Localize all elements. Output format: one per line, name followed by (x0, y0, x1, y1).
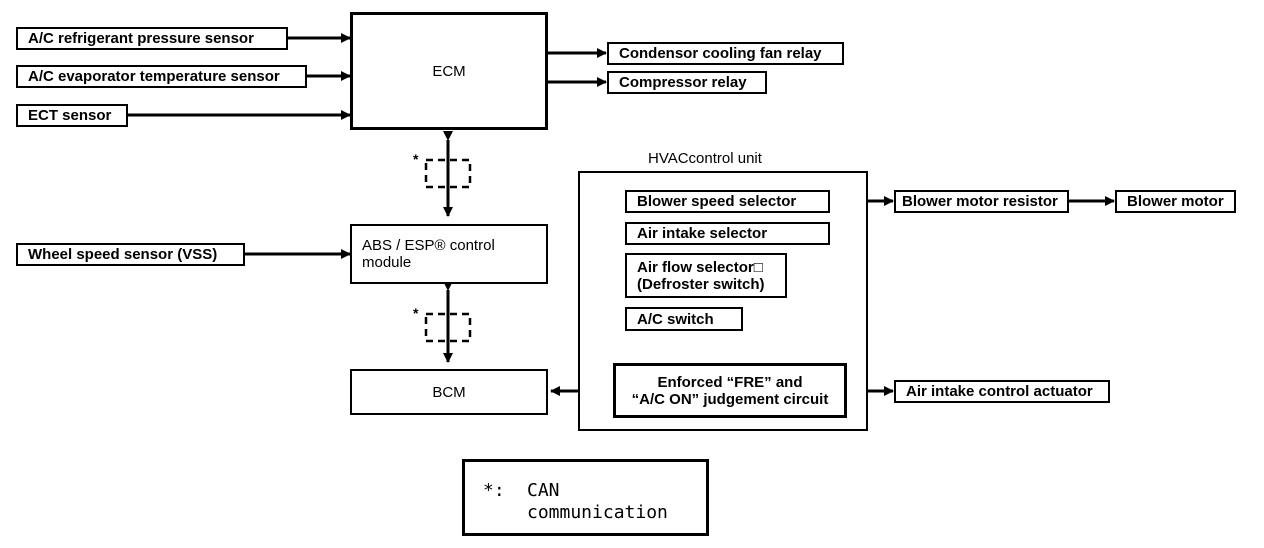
blower-motor-resistor-label: Blower motor resistor (902, 193, 1058, 210)
ac-pressure-sensor-box: A/C refrigerant pressure sensor (16, 27, 288, 50)
blower-motor-box: Blower motor (1115, 190, 1236, 213)
ecm-label: ECM (432, 62, 466, 80)
blower-speed-selector-label: Blower speed selector (637, 193, 797, 210)
ect-sensor-label: ECT sensor (28, 107, 112, 124)
air-intake-selector-label: Air intake selector (637, 225, 768, 242)
wheel-speed-sensor-box: Wheel speed sensor (VSS) (16, 243, 245, 266)
hvac-unit-title: HVACcontrol unit (648, 150, 762, 167)
can-asterisk-lower: * (413, 305, 419, 321)
air-flow-selector-box: Air flow selector□ (Defroster switch) (625, 253, 787, 298)
ac-evaporator-sensor-box: A/C evaporator temperature sensor (16, 65, 307, 88)
air-intake-selector-box: Air intake selector (625, 222, 830, 245)
abs-esp-module-box: ABS / ESP® control module (350, 224, 548, 284)
can-asterisk-upper: * (413, 151, 419, 167)
wheel-speed-sensor-label: Wheel speed sensor (VSS) (28, 246, 218, 263)
legend-line2: communication (527, 502, 668, 523)
ac-switch-label: A/C switch (637, 310, 714, 328)
ac-evaporator-sensor-label: A/C evaporator temperature sensor (28, 68, 280, 85)
blower-motor-resistor-box: Blower motor resistor (894, 190, 1069, 213)
blower-motor-label: Blower motor (1127, 193, 1224, 210)
condensor-fan-relay-box: Condensor cooling fan relay (607, 42, 844, 65)
ecm-box: ECM (350, 12, 548, 130)
air-flow-selector-label-line2: (Defroster switch) (637, 275, 765, 293)
blower-speed-selector-box: Blower speed selector (625, 190, 830, 213)
bcm-box: BCM (350, 369, 548, 415)
abs-esp-label-line2: module (362, 254, 412, 271)
air-intake-actuator-label: Air intake control actuator (906, 383, 1093, 400)
judgement-circuit-label-line1: Enforced “FRE” and (657, 373, 803, 391)
compressor-relay-box: Compressor relay (607, 71, 767, 94)
judgement-circuit-label-line2: “A/C ON” judgement circuit (631, 390, 829, 408)
legend-box: *: CAN communication (462, 459, 709, 536)
ect-sensor-box: ECT sensor (16, 104, 128, 127)
legend-symbol: *: (483, 480, 505, 501)
air-intake-actuator-box: Air intake control actuator (894, 380, 1110, 403)
ac-switch-box: A/C switch (625, 307, 743, 331)
compressor-relay-label: Compressor relay (619, 74, 747, 91)
bcm-label: BCM (432, 383, 466, 401)
air-flow-selector-label-line1: Air flow selector□ (637, 258, 763, 276)
ac-pressure-sensor-label: A/C refrigerant pressure sensor (28, 30, 254, 47)
abs-esp-label-line1: ABS / ESP® control (362, 237, 495, 254)
condensor-fan-relay-label: Condensor cooling fan relay (619, 45, 822, 62)
legend-line1: CAN (527, 480, 560, 501)
judgement-circuit-box: Enforced “FRE” and “A/C ON” judgement ci… (613, 363, 847, 418)
